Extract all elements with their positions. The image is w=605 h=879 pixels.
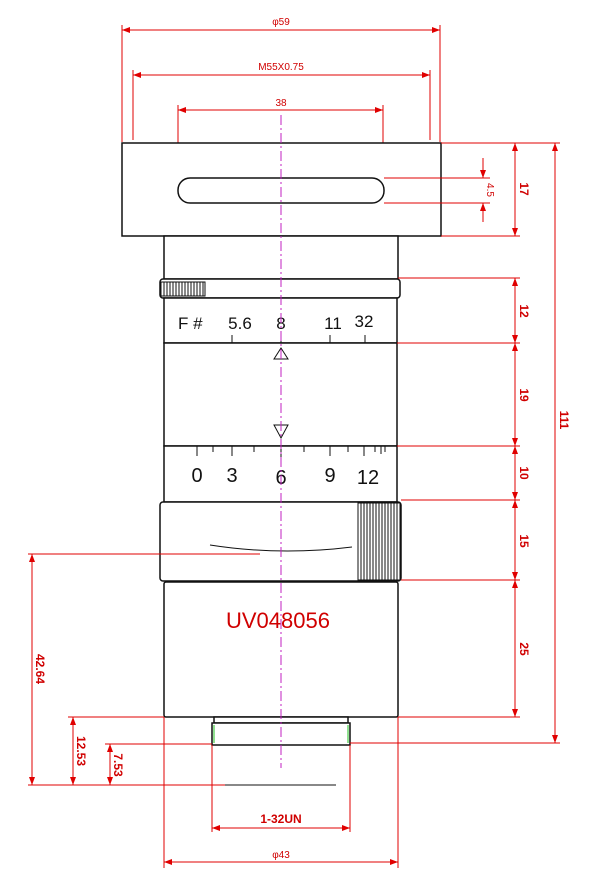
dim-label: M55X0.75 bbox=[258, 62, 304, 73]
dim-label: φ59 bbox=[272, 17, 290, 28]
iris-knurl-icon bbox=[160, 281, 206, 297]
focus-value: 12 bbox=[357, 467, 379, 489]
dim-label: 12.53 bbox=[74, 736, 88, 766]
dim-label: 1-32UN bbox=[260, 812, 301, 826]
dim-label: 4.5 bbox=[484, 183, 495, 197]
fstop-value: 32 bbox=[355, 312, 374, 331]
focus-value: 9 bbox=[324, 465, 335, 487]
dim-label: 42.64 bbox=[33, 654, 47, 684]
dim-label: 12 bbox=[517, 304, 531, 318]
focus-knurl-icon bbox=[357, 502, 401, 581]
dim-outer-diameter: φ59 bbox=[121, 17, 441, 142]
dim-label: 25 bbox=[517, 642, 531, 656]
dim-label: 111 bbox=[557, 411, 571, 430]
focus-value: 0 bbox=[191, 465, 202, 487]
bottom-dimensions: 1-32UN φ43 bbox=[163, 717, 399, 868]
right-dimensions: 4.5 17 12 19 10 15 25 111 bbox=[350, 142, 571, 744]
fstop-value: 8 bbox=[276, 314, 285, 333]
focus-value: 3 bbox=[226, 465, 237, 487]
dim-label: 10 bbox=[517, 466, 531, 480]
dim-label: 38 bbox=[275, 98, 287, 109]
dim-label: 7.53 bbox=[111, 753, 125, 777]
fstop-scale: F # 5.6 8 11 32 bbox=[178, 312, 374, 440]
dim-label: 17 bbox=[517, 182, 531, 196]
dim-label: 15 bbox=[517, 534, 531, 548]
fstop-label: F # bbox=[178, 314, 203, 333]
dim-thread: M55X0.75 bbox=[132, 62, 431, 165]
fstop-value: 11 bbox=[324, 314, 342, 333]
dim-label: 19 bbox=[517, 388, 531, 402]
left-dimensions: 42.64 12.53 7.53 bbox=[28, 553, 336, 786]
fstop-value: 5.6 bbox=[228, 314, 252, 333]
dim-label: φ43 bbox=[272, 850, 290, 861]
model-number: UV048056 bbox=[226, 608, 330, 633]
